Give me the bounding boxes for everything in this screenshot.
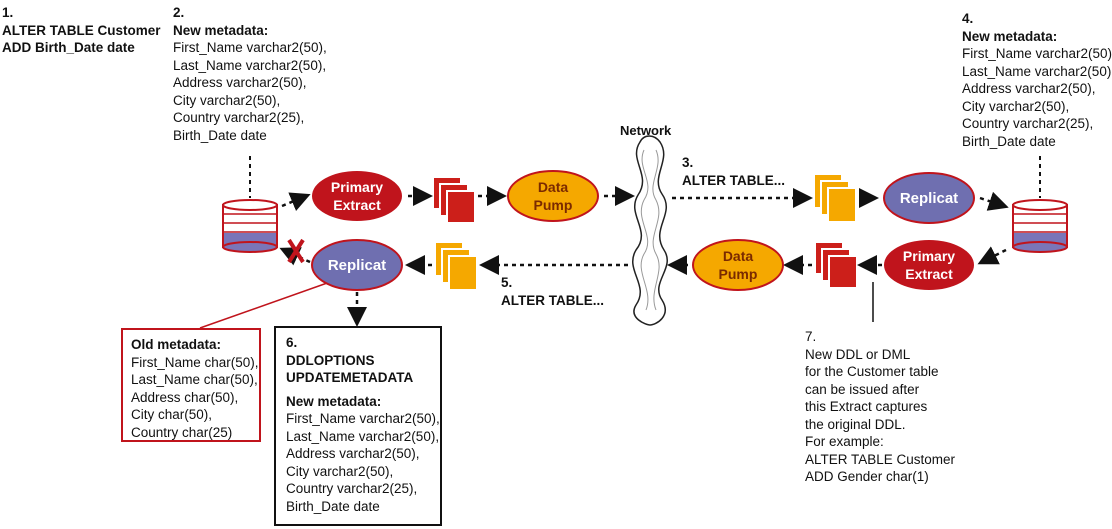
step-4-line: Last_Name varchar2(50), (962, 63, 1112, 79)
step-4-line: Country varchar2(25), (962, 116, 1094, 131)
step-4-text: 4. New metadata: First_Name varchar2(50)… (962, 10, 1112, 150)
step-4-heading: New metadata: (962, 28, 1058, 44)
step-7-line: ALTER TABLE Customer (805, 451, 956, 467)
step-1-text: 1. ALTER TABLE Customer ADD Birth_Date d… (2, 4, 161, 57)
step-1-line-1: ALTER TABLE Customer (2, 22, 161, 38)
step-1-line-2: ADD Birth_Date date (2, 40, 135, 55)
step-7-line: New DDL or DML (805, 346, 911, 362)
step-7-line: for the Customer table (805, 364, 939, 379)
target-database-icon (1012, 199, 1068, 253)
step-2-line: Address varchar2(50), (173, 75, 307, 90)
trail-file-red-icon (434, 178, 474, 222)
step-2-line: Birth_Date date (173, 127, 267, 143)
step-4-number: 4. (962, 11, 974, 26)
step-7-line: ADD Gender char(1) (805, 469, 929, 484)
data-pump-source-node (507, 170, 599, 222)
step-4-line: First_Name varchar2(50), (962, 46, 1112, 61)
step-5-text: 5. ALTER TABLE... (501, 274, 604, 309)
step-7-line: For example: (805, 434, 884, 449)
step-6-line: Country varchar2(25), (286, 481, 418, 496)
replicat-target-node (883, 172, 975, 224)
step-6-line: Birth_Date date (286, 498, 380, 514)
old-metadata-line: Country char(25) (131, 424, 233, 440)
data-pump-target-label-2: Pump (719, 266, 758, 282)
step-6-line: Last_Name varchar2(50), (286, 428, 440, 444)
step-5-number: 5. (501, 275, 513, 290)
step-6-title-2: UPDATEMETADATA (286, 370, 414, 385)
primary-extract-target-label-2: Extract (905, 266, 953, 282)
step-2-line: Last_Name varchar2(50), (173, 57, 327, 73)
step-2-number: 2. (173, 5, 185, 20)
step-7-line: this Extract captures (805, 399, 928, 414)
old-metadata-line: Last_Name char(50), (131, 372, 258, 387)
step-6-line: First_Name varchar2(50), (286, 411, 440, 426)
step-7-text: 7. New DDL or DML for the Customer table… (805, 328, 955, 486)
data-pump-source-label-1: Data (538, 179, 569, 195)
old-metadata-line: First_Name char(50), (131, 354, 259, 370)
old-metadata-box: Old metadata: First_Name char(50), Last_… (121, 328, 261, 442)
step-2-line: Country varchar2(25), (173, 110, 305, 125)
step-2-text: 2. New metadata: First_Name varchar2(50)… (173, 4, 327, 144)
network-label: Network (620, 123, 672, 138)
trail-file-red-icon (816, 243, 856, 287)
data-pump-target-label-1: Data (723, 248, 754, 264)
data-pump-target-node (692, 239, 784, 291)
trail-file-yellow-icon (436, 243, 476, 289)
step-6-heading: New metadata: (286, 393, 382, 409)
step-6-number: 6. (286, 335, 298, 350)
step-6-line: Address varchar2(50), (286, 446, 420, 461)
step-6-line: City varchar2(50), (286, 463, 394, 479)
step-6-box: 6. DDLOPTIONS UPDATEMETADATA New metadat… (274, 326, 442, 526)
old-metadata-line: City char(50), (131, 407, 213, 422)
source-database-icon (222, 199, 278, 253)
step-3-text: 3. ALTER TABLE... (682, 154, 785, 189)
primary-extract-source-label-2: Extract (333, 197, 381, 213)
trail-file-yellow-icon (815, 175, 855, 221)
step-2-heading: New metadata: (173, 22, 269, 38)
primary-extract-target-node (884, 240, 974, 290)
step-4-line: Birth_Date date (962, 133, 1056, 149)
replicat-source-node (311, 239, 403, 291)
primary-extract-target-label-1: Primary (903, 248, 955, 264)
step-7-line: can be issued after (805, 381, 920, 397)
primary-extract-source-label-1: Primary (331, 179, 383, 195)
step-6-title-1: DDLOPTIONS (286, 352, 375, 368)
step-7-number: 7. (805, 329, 817, 344)
replicat-source-label: Replicat (328, 257, 386, 274)
old-metadata-line: Address char(50), (131, 389, 239, 405)
step-3-label: ALTER TABLE... (682, 172, 785, 188)
step-2-line: City varchar2(50), (173, 92, 281, 108)
step-4-line: Address varchar2(50), (962, 81, 1096, 96)
old-metadata-heading: Old metadata: (131, 337, 222, 352)
step-5-label: ALTER TABLE... (501, 292, 604, 308)
step-4-line: City varchar2(50), (962, 98, 1070, 114)
step-3-number: 3. (682, 155, 694, 170)
primary-extract-source-node (312, 171, 402, 221)
data-pump-source-label-2: Pump (534, 197, 573, 213)
step-2-line: First_Name varchar2(50), (173, 40, 327, 55)
blocked-x-icon (287, 238, 305, 264)
step-7-line: the original DDL. (805, 416, 906, 432)
step-1-number: 1. (2, 5, 14, 20)
replicat-target-label: Replicat (900, 190, 958, 207)
network-cloud-icon (632, 135, 668, 326)
